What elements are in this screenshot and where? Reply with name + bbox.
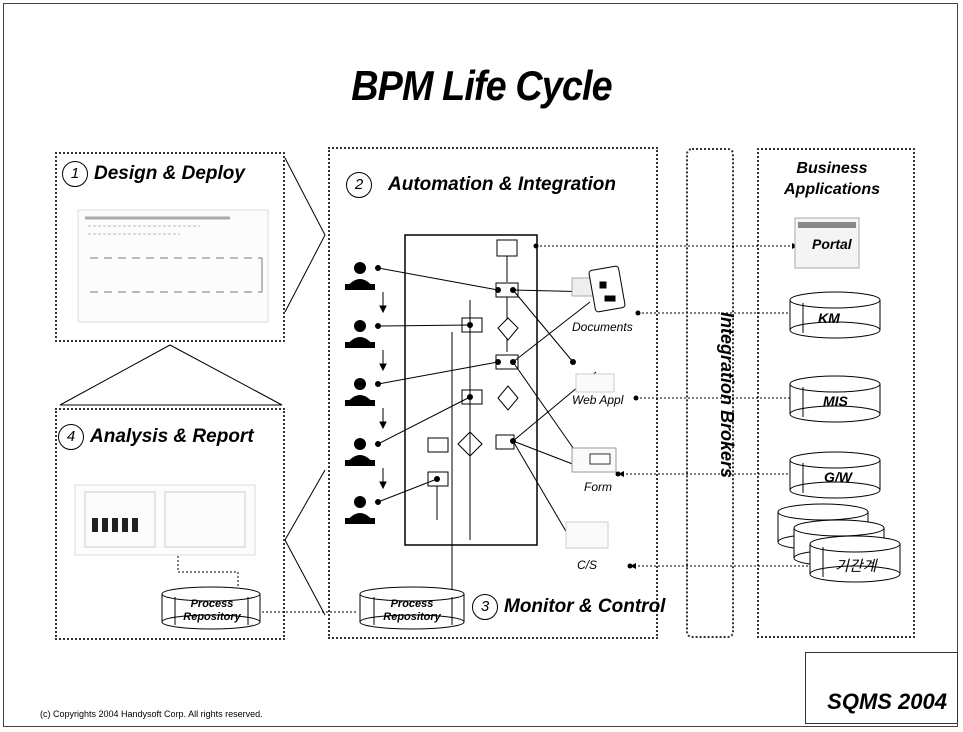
business-applications-title: Business Applications [766,158,898,200]
step-number: 1 [62,161,88,187]
report-thumbnail [74,484,256,556]
step-label: Design & Deploy [94,163,245,185]
integration-brokers-box [686,148,734,638]
copyright: (c) Copyrights 2004 Handysoft Corp. All … [40,709,263,719]
analysis-report-box [55,408,285,640]
repository-line2: Repository [383,611,441,623]
step-number: 4 [58,424,84,450]
repository-line1: Process [390,598,434,610]
design-deploy-label: 1 Design & Deploy [62,161,245,187]
repository-label-left: Process Repository [172,598,252,624]
automation-label: 2 Automation & Integration [346,172,616,198]
legacy-label: 기간계 [835,558,877,575]
page-title: BPM Life Cycle [351,62,612,109]
design-deploy-box [55,152,285,342]
repository-line1: Process [190,598,234,610]
step-label: Analysis & Report [90,426,254,448]
integration-brokers-label: Integration Brokers [717,311,737,479]
workflow-nodes [427,239,519,590]
user-icons [345,262,375,524]
gw-label: G/W [824,469,852,485]
documents-icon [571,265,626,313]
portal-icon [794,217,860,269]
mis-label: MIS [823,393,848,409]
slide-frame [3,3,958,727]
user-links [375,265,499,505]
business-applications-box [757,148,915,638]
step-label: Automation & Integration [388,174,616,196]
analysis-label: 4 Analysis & Report [58,424,254,450]
down-arrows [379,292,387,490]
cs-label: C/S [577,558,598,572]
web-appl-label: Web Appl [572,393,624,407]
km-label: KM [818,310,840,326]
repository-cylinder-center [359,586,465,630]
documents-label: Documents [572,320,633,334]
step-number: 3 [472,594,498,620]
automation-box [328,147,658,639]
monitor-label: 3 Monitor & Control [472,594,665,620]
business-label-line2: Applications [783,181,880,198]
legacy-cylinders [777,503,901,583]
form-icon [571,447,617,473]
repository-cylinder-left [161,586,261,630]
portal-label: Portal [812,236,852,252]
repository-label-center: Process Repository [372,598,452,624]
cs-icon [565,521,609,549]
sqms-badge: SQMS 2004 [805,652,958,724]
step-label: Monitor & Control [504,596,666,618]
step-number: 2 [346,172,372,198]
form-label: Form [584,480,612,494]
design-thumbnail [77,209,269,323]
sqms-badge-text: SQMS 2004 [827,689,947,714]
business-label-line1: Business [796,160,868,177]
gw-cylinder [789,451,881,499]
web-appl-icon [575,373,615,393]
km-cylinder [789,291,881,339]
mis-cylinder [789,375,881,423]
repository-line2: Repository [183,611,241,623]
